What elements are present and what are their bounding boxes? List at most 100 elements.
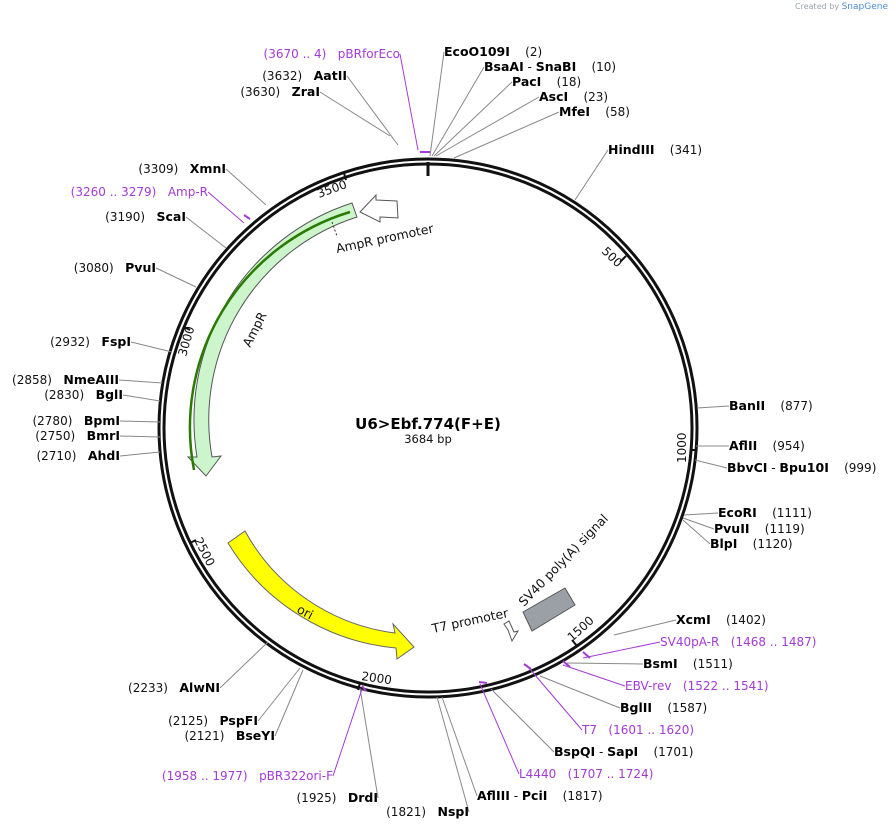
leader-ahdi — [119, 451, 161, 457]
site-sep: - — [524, 60, 536, 74]
site-label-ebv-rev[interactable]: EBV-rev (1522 .. 1541) — [625, 679, 769, 693]
site-pos: (1821) — [386, 805, 437, 819]
leader-amp-r — [207, 191, 245, 224]
site-name: BsmI — [643, 656, 678, 671]
site-name: BseYI — [236, 728, 275, 743]
leader-aatii — [346, 75, 399, 146]
plasmid-size: 3684 bp — [404, 432, 452, 446]
site-pos: (1111) — [757, 506, 812, 520]
leader-scai — [185, 216, 227, 249]
site-label-bmri[interactable]: (2750) BmrI — [35, 428, 120, 443]
tick-3500 — [343, 172, 347, 181]
leader-bglii — [539, 675, 621, 709]
site-label-ecori[interactable]: EcoRI (1111) — [718, 505, 812, 520]
site-label-bglii[interactable]: BglII (1587) — [620, 700, 707, 715]
site-label-pbrforeco[interactable]: (3670 .. 4) pBRforEco — [264, 47, 400, 61]
site-label-bgli[interactable]: (2830) BglI — [44, 387, 123, 402]
leader-nmeaiii — [118, 379, 163, 384]
site-label-bbvci[interactable]: BbvCI - Bpu10I (999) — [727, 460, 876, 475]
site-label-pspfi[interactable]: (2125) PspFI — [168, 713, 258, 728]
site-label-banii[interactable]: BanII (877) — [729, 398, 813, 413]
site-name: AflIII — [477, 788, 510, 803]
site-label-asci[interactable]: AscI (23) — [539, 89, 608, 104]
ori-arrow — [227, 530, 415, 660]
site-label-xmni[interactable]: (3309) XmnI — [138, 161, 226, 176]
site-pos: (1511) — [678, 657, 733, 671]
backbone-outer — [157, 157, 699, 699]
site-label-fspi[interactable]: (2932) FspI — [50, 334, 131, 349]
site-label-afliii[interactable]: AflIII - PciI (1817) — [477, 788, 603, 803]
leader-xmni — [225, 168, 267, 206]
site-name: BglII — [620, 700, 652, 715]
site-label-nspi[interactable]: (1821) NspI — [386, 804, 469, 819]
t7-promoter-arrow — [503, 620, 520, 643]
site-label-drdi[interactable]: (1925) DrdI — [297, 790, 379, 805]
site-label-blpi[interactable]: BlpI (1120) — [710, 536, 793, 551]
site-label-hindiii[interactable]: HindIII (341) — [608, 142, 702, 157]
ampr-highlight — [188, 210, 351, 471]
leader-sv40pa-r — [582, 641, 661, 659]
leader-pbr322ori-f — [332, 688, 363, 777]
site-label-bspqi[interactable]: BspQI - SapI (1701) — [554, 744, 693, 759]
site-name: T7 — [581, 723, 597, 737]
site-name: AatII — [314, 68, 347, 83]
leader-pvui — [155, 267, 197, 288]
site-label-bseyi[interactable]: (2121) BseYI — [184, 728, 275, 743]
site-name: BpmI — [84, 413, 120, 428]
site-label-bpmi[interactable]: (2780) BpmI — [32, 413, 120, 428]
site-label-scai[interactable]: (3190) ScaI — [105, 209, 186, 224]
site-name: pBRforEco — [338, 47, 400, 61]
site-sep: - — [767, 461, 779, 475]
ampr-promoter-arrow — [359, 193, 399, 223]
site-label-mfei[interactable]: MfeI (58) — [559, 104, 630, 119]
leader-ebv-rev — [562, 664, 626, 687]
site-name: AlwNI — [179, 680, 220, 695]
site-pos: (2750) — [35, 429, 86, 443]
site-label-bsmi[interactable]: BsmI (1511) — [643, 656, 733, 671]
site-name2: PciI — [522, 788, 548, 803]
site-pos: (3309) — [138, 162, 189, 176]
site-sep: - — [595, 745, 607, 759]
site-label-pvui[interactable]: (3080) PvuI — [74, 260, 156, 275]
leader-bmri — [119, 435, 161, 438]
site-name: L4440 — [519, 767, 556, 781]
leader-pbrforeco — [399, 53, 419, 151]
leader-fspi — [130, 341, 173, 353]
site-pos: (1522 .. 1541) — [671, 679, 768, 693]
site-name: EBV-rev — [625, 679, 671, 693]
site-label-sv40pa-r[interactable]: SV40pA-R (1468 .. 1487) — [660, 635, 816, 649]
tick-label-1000: 1000 — [675, 432, 689, 463]
site-pos: (3080) — [74, 261, 125, 275]
leader-bsaai — [431, 66, 485, 157]
leader-l4440 — [479, 683, 520, 775]
site-label-l4440[interactable]: L4440 (1707 .. 1724) — [519, 767, 653, 781]
site-label-aflii[interactable]: AflII (954) — [729, 438, 805, 453]
site-label-nmeaiii[interactable]: (2858) NmeAIII — [12, 372, 119, 387]
site-name: NmeAIII — [63, 372, 119, 387]
site-label-amp-r[interactable]: (3260 .. 3279) Amp-R — [71, 185, 208, 199]
site-label-pvuii[interactable]: PvuII (1119) — [714, 521, 805, 536]
site-label-ecoo109i[interactable]: EcoO109I (2) — [444, 44, 542, 59]
site-label-ahdi[interactable]: (2710) AhdI — [36, 448, 120, 463]
site-label-alwni[interactable]: (2233) AlwNI — [128, 680, 220, 695]
site-label-aatii[interactable]: (3632) AatII — [262, 68, 347, 83]
site-name2: SnaBI — [536, 59, 577, 74]
site-pos: (2) — [510, 45, 542, 59]
leader-bsmi — [566, 662, 644, 665]
site-labels: EcoO109I (2)BsaAI - SnaBI (10)PacI (18)A… — [12, 44, 876, 819]
site-label-bsaai[interactable]: BsaAI - SnaBI (10) — [484, 59, 616, 74]
site-label-xcmi[interactable]: XcmI (1402) — [676, 612, 766, 627]
site-name: DrdI — [348, 790, 378, 805]
site-label-pbr322ori-f[interactable]: (1958 .. 1977) pBR322ori-F — [162, 769, 333, 783]
site-leaders — [118, 51, 730, 813]
leader-zrai — [319, 91, 391, 137]
leader-paci — [433, 81, 513, 157]
coordinate-ticks — [183, 172, 697, 691]
ampr-arrow — [186, 202, 358, 477]
site-label-t7[interactable]: T7 (1601 .. 1620) — [581, 723, 694, 737]
site-label-paci[interactable]: PacI (18) — [512, 74, 581, 89]
site-label-zrai[interactable]: (3630) ZraI — [240, 84, 320, 99]
feature-label-ampr: AmpR — [239, 309, 269, 349]
tick-label-2000: 2000 — [361, 669, 393, 687]
